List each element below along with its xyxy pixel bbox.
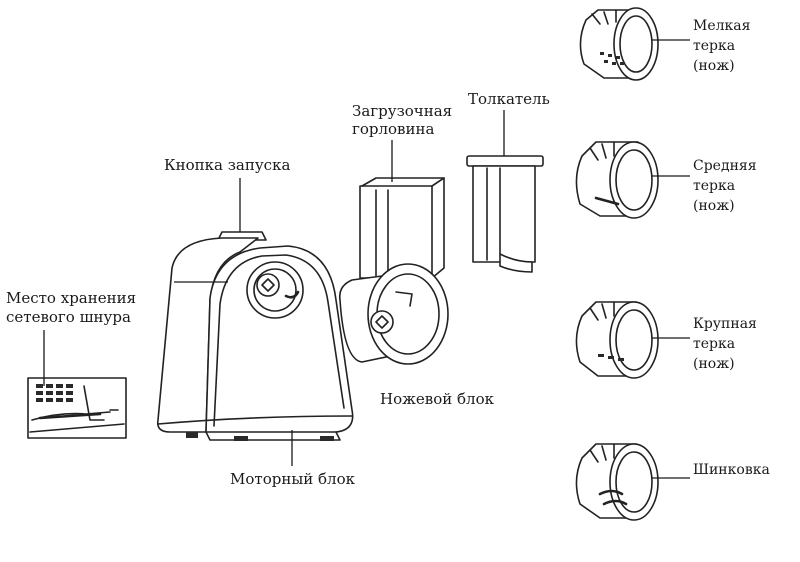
medium-grater-drum-icon xyxy=(575,141,659,219)
blade-unit-illustration xyxy=(338,177,449,365)
label-coarse-grater-line1: Крупная xyxy=(693,316,757,332)
fine-grater-drum-icon xyxy=(579,7,659,81)
label-motor-unit: Моторный блок xyxy=(230,470,356,488)
label-cord-storage-line2: сетевого шнура xyxy=(6,308,131,326)
label-medium-grater-line1: Средняя xyxy=(693,158,757,174)
label-medium-grater-line3: (нож) xyxy=(693,198,735,214)
leader-lines xyxy=(43,39,690,479)
label-fine-grater-line3: (нож) xyxy=(693,58,735,74)
label-medium-grater-line2: терка xyxy=(693,178,735,194)
coarse-grater-drum-icon xyxy=(575,301,659,379)
label-start-button: Кнопка запуска xyxy=(164,156,290,174)
label-coarse-grater-line3: (нож) xyxy=(693,356,735,372)
pusher-illustration xyxy=(466,155,544,273)
label-fine-grater-line1: Мелкая xyxy=(693,18,751,34)
motor-unit-illustration xyxy=(156,231,354,441)
cord-storage-inset xyxy=(27,377,127,439)
label-fine-grater-line2: терка xyxy=(693,38,735,54)
label-blade-unit: Ножевой блок xyxy=(380,390,495,408)
slicer-drum-icon xyxy=(575,443,659,521)
label-coarse-grater-line2: терка xyxy=(693,336,735,352)
label-slicer: Шинковка xyxy=(693,462,770,478)
label-feed-chute-line2: горловина xyxy=(352,120,434,138)
label-pusher: Толкатель xyxy=(468,90,550,108)
label-feed-chute-line1: Загрузочная xyxy=(352,102,452,120)
label-cord-storage-line1: Место хранения xyxy=(6,289,136,307)
